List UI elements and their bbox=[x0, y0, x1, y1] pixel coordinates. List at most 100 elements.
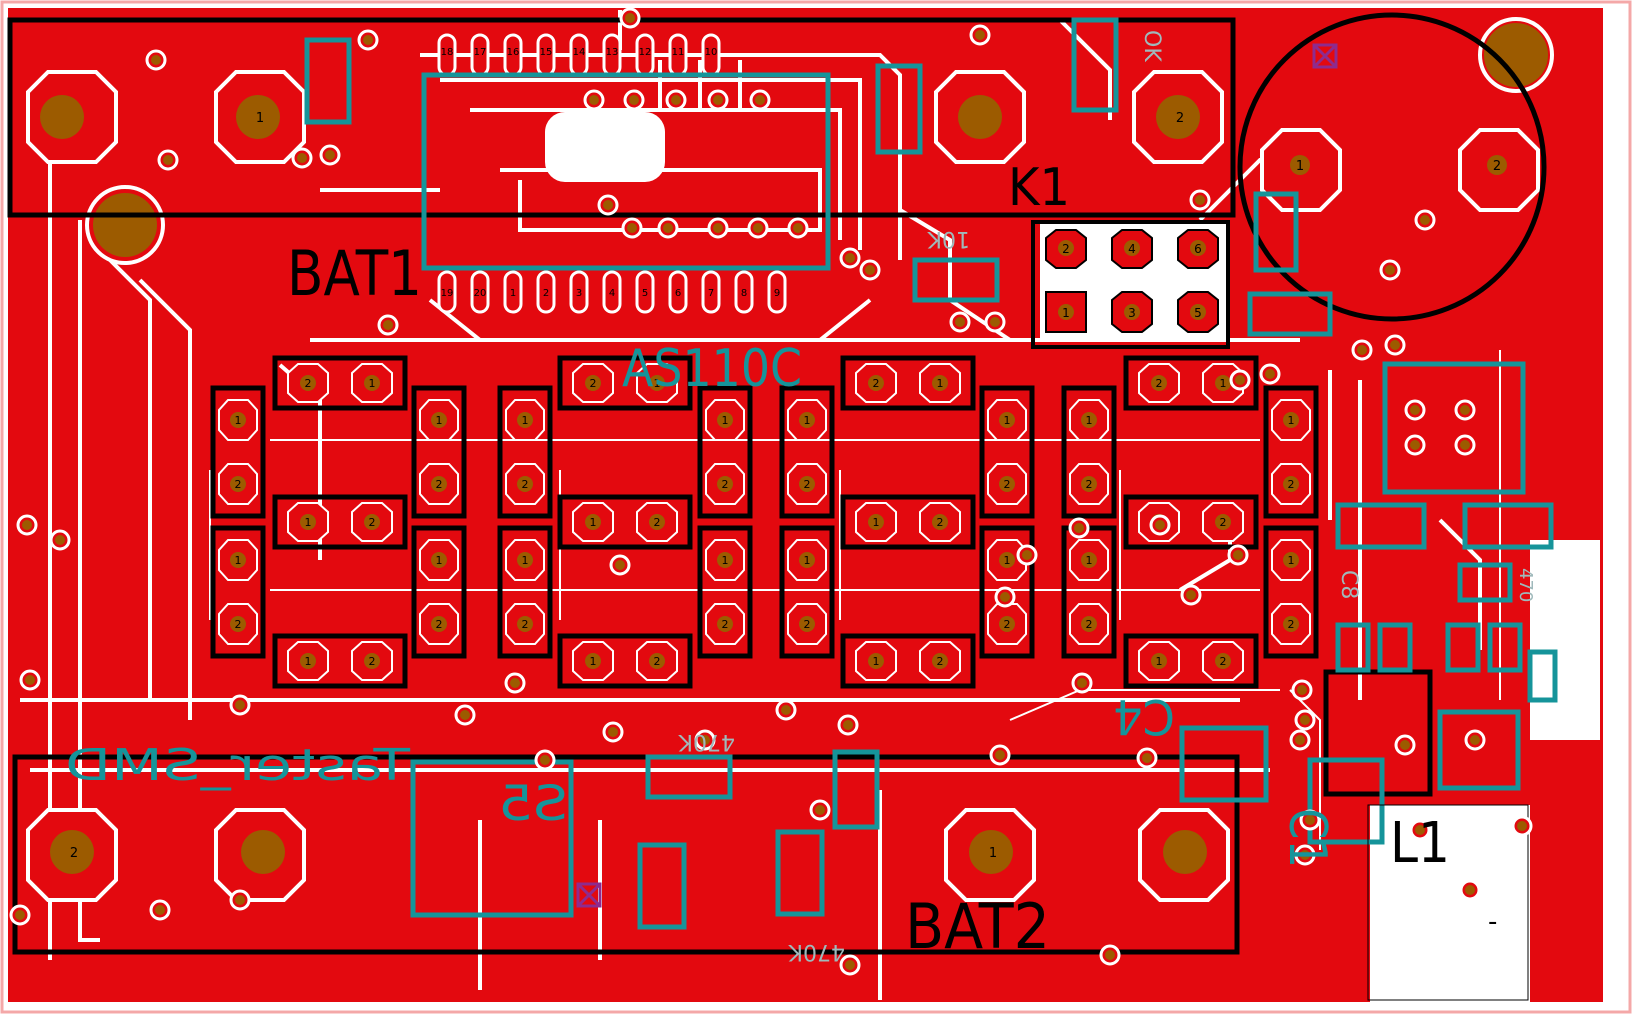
vertical-resistor: 12 bbox=[697, 385, 753, 519]
k1-label: K1 bbox=[1008, 158, 1070, 218]
svg-text:2: 2 bbox=[305, 377, 312, 390]
ic-bottom-pin bbox=[437, 270, 457, 314]
ic-bottom-pin-label: 19 bbox=[441, 288, 454, 299]
ic-bottom-pin-label: 7 bbox=[708, 288, 714, 299]
teal-labels: AS110C Taster_SMD S5 C4 C1 bbox=[65, 339, 1337, 868]
svg-text:2: 2 bbox=[436, 618, 443, 631]
conn-pin-label: 6 bbox=[1194, 242, 1202, 256]
mount-hole-left bbox=[85, 185, 165, 265]
svg-text:1: 1 bbox=[436, 414, 443, 427]
bat2-pad-left-a bbox=[26, 808, 118, 902]
r470-right-label: 470 bbox=[1515, 568, 1536, 602]
svg-text:2: 2 bbox=[654, 516, 661, 529]
svg-text:2: 2 bbox=[369, 516, 376, 529]
s5-label: S5 bbox=[498, 776, 568, 832]
svg-text:1: 1 bbox=[722, 554, 729, 567]
ic-top-pin-label: 13 bbox=[606, 47, 619, 58]
c8-label: C8 bbox=[1336, 570, 1361, 599]
crossed-square-icon bbox=[576, 882, 602, 908]
bat2-outline bbox=[12, 754, 1240, 955]
svg-text:2: 2 bbox=[522, 618, 529, 631]
vertical-resistor: 12 bbox=[497, 525, 553, 659]
smd-right-2 bbox=[1247, 291, 1333, 337]
smd-470k-a bbox=[645, 754, 733, 800]
ic-bottom-pin bbox=[668, 270, 688, 314]
svg-text:1: 1 bbox=[873, 655, 880, 668]
svg-text:2: 2 bbox=[522, 478, 529, 491]
smd-right-edge bbox=[1527, 649, 1558, 703]
vertical-resistor: 12 bbox=[210, 385, 266, 519]
ic-top-pin-label: 18 bbox=[441, 47, 454, 58]
smd-c8-3 bbox=[1445, 622, 1481, 673]
vertical-resistor: 12 bbox=[1263, 525, 1319, 659]
taster-s5-outline bbox=[410, 759, 574, 918]
vertical-resistor: 12 bbox=[1061, 385, 1117, 519]
round-pin-2-label: 2 bbox=[1493, 159, 1501, 174]
vertical-resistor: 12 bbox=[979, 385, 1035, 519]
smd-c8-4 bbox=[1487, 622, 1523, 673]
ic-as110c-outline bbox=[421, 72, 831, 271]
svg-text:2: 2 bbox=[722, 478, 729, 491]
ic-bottom-pin bbox=[470, 270, 490, 314]
svg-text:1: 1 bbox=[590, 516, 597, 529]
smd-top-3 bbox=[1071, 17, 1119, 113]
svg-text:1: 1 bbox=[522, 554, 529, 567]
svg-text:2: 2 bbox=[369, 655, 376, 668]
bat1-pin-label: 1 bbox=[256, 111, 264, 126]
ic-bottom-pin bbox=[503, 270, 523, 314]
round-component-outline bbox=[1237, 12, 1547, 322]
svg-text:1: 1 bbox=[1288, 414, 1295, 427]
ic-top-pin-label: 16 bbox=[507, 47, 520, 58]
svg-text:1: 1 bbox=[235, 554, 242, 567]
svg-text:2: 2 bbox=[1156, 377, 1163, 390]
ic-bottom-pin bbox=[569, 270, 589, 314]
l1-teal bbox=[1307, 757, 1385, 845]
svg-text:1: 1 bbox=[369, 377, 376, 390]
vertical-resistor: 12 bbox=[779, 385, 835, 519]
svg-text:1: 1 bbox=[1004, 414, 1011, 427]
svg-text:1: 1 bbox=[1004, 554, 1011, 567]
ic-top-pin-label: 10 bbox=[705, 47, 718, 58]
component-outlines bbox=[304, 17, 1558, 930]
vertical-resistor: 12 bbox=[210, 525, 266, 659]
ic-bottom-pin-label: 8 bbox=[741, 288, 747, 299]
taster-label: Taster_SMD bbox=[65, 740, 411, 791]
svg-text:2: 2 bbox=[1086, 478, 1093, 491]
smd-right-1 bbox=[1253, 191, 1299, 273]
svg-text:1: 1 bbox=[1086, 554, 1093, 567]
vias bbox=[9, 7, 1533, 976]
ic-bottom-pin bbox=[635, 270, 655, 314]
svg-text:2: 2 bbox=[873, 377, 880, 390]
l1-mark: - bbox=[1488, 907, 1497, 937]
ic-bottom-pin-label: 1 bbox=[510, 288, 516, 299]
ic-bottom-pin-label: 2 bbox=[543, 288, 549, 299]
ic-bottom-pin-label: 5 bbox=[642, 288, 648, 299]
svg-text:1: 1 bbox=[436, 554, 443, 567]
bat2-pad-right-a bbox=[944, 808, 1036, 902]
ok-label: OK bbox=[1139, 30, 1164, 62]
bat2-right-pin-label: 1 bbox=[989, 846, 997, 861]
ic-top-pin-label: 14 bbox=[573, 47, 586, 58]
mount-hole-right bbox=[1478, 17, 1554, 93]
ic-bottom-pin-label: 6 bbox=[675, 288, 681, 299]
bat2-label: BAT2 bbox=[905, 890, 1050, 963]
k1-connector-outline bbox=[1031, 220, 1230, 349]
ic-top-pin-label: 17 bbox=[474, 47, 487, 58]
r470k-a-label: 470K bbox=[678, 729, 735, 754]
svg-text:2: 2 bbox=[1220, 655, 1227, 668]
svg-text:2: 2 bbox=[804, 618, 811, 631]
svg-text:1: 1 bbox=[722, 414, 729, 427]
conn-pin-label: 1 bbox=[1062, 306, 1070, 320]
smd-c8-2 bbox=[1377, 622, 1413, 673]
ic-bottom-pin-label: 3 bbox=[576, 288, 582, 299]
svg-text:1: 1 bbox=[654, 377, 661, 390]
svg-text:1: 1 bbox=[1086, 414, 1093, 427]
